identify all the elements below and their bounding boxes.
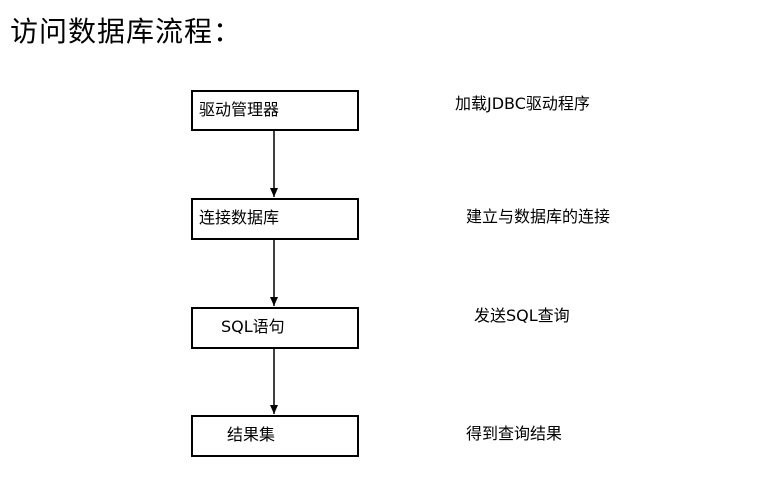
step-note-get-results: 得到查询结果 xyxy=(466,424,563,443)
flow-step-label: SQL语句 xyxy=(221,317,285,336)
flow-step-result-set: 结果集 xyxy=(191,415,359,457)
flow-step-label: 驱动管理器 xyxy=(199,100,280,119)
step-note-load-driver: 加载JDBC驱动程序 xyxy=(455,94,590,113)
flow-step-driver-manager: 驱动管理器 xyxy=(191,90,359,131)
step-note-send-query: 发送SQL查询 xyxy=(474,306,570,325)
flow-step-label: 结果集 xyxy=(227,425,276,444)
flow-step-sql-statement: SQL语句 xyxy=(191,307,359,349)
page-title: 访问数据库流程： xyxy=(10,15,243,48)
flow-step-connect-database: 连接数据库 xyxy=(191,198,359,240)
flow-step-label: 连接数据库 xyxy=(199,208,280,227)
step-note-establish-connection: 建立与数据库的连接 xyxy=(466,207,611,226)
